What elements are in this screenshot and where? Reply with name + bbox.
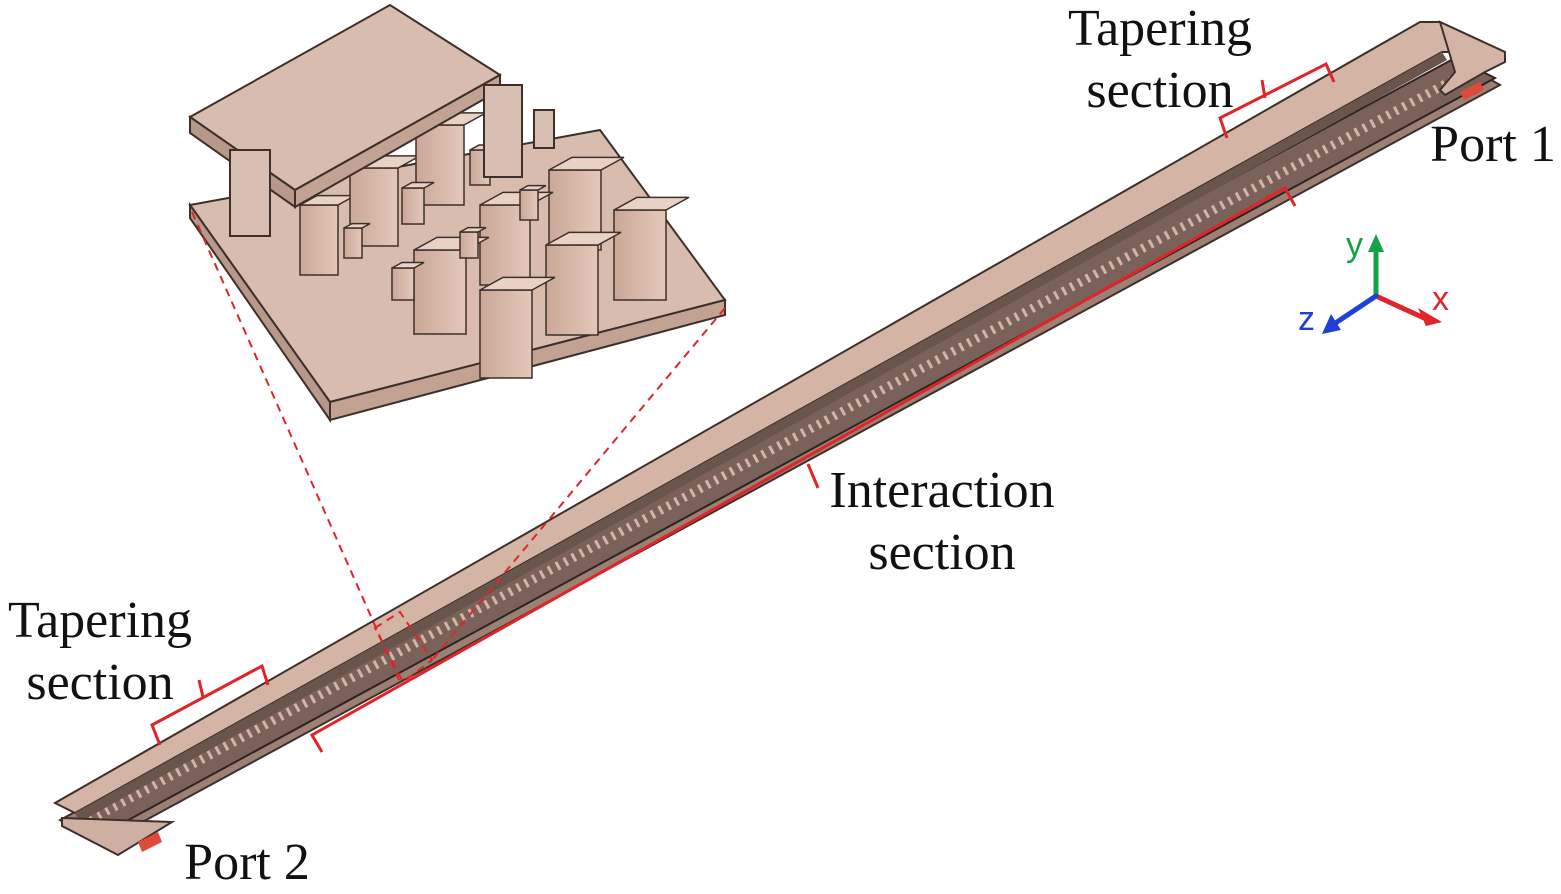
inset-base-plate-left xyxy=(189,201,331,424)
label-interaction-line1: Interaction xyxy=(829,462,1055,519)
label-tapering-top-line2: section xyxy=(1086,62,1234,119)
label-interaction-line2: section xyxy=(868,524,1016,581)
zoom-line-right xyxy=(431,307,726,661)
label-tapering-bottom-line1: Tapering xyxy=(7,592,193,649)
zoom-inset xyxy=(188,3,727,424)
bracket-interaction-tick xyxy=(806,463,820,489)
inset-pillar-top xyxy=(391,261,425,269)
inset-pillar xyxy=(401,187,425,225)
inset-pillar xyxy=(459,231,479,259)
axis-x-shaft xyxy=(1373,293,1427,321)
label-tapering-bottom-line2: section xyxy=(26,654,174,711)
port1-end-block xyxy=(1438,20,1506,97)
zoom-source-box xyxy=(373,610,434,684)
inset-pillar-top xyxy=(545,231,622,246)
axis-y-label: y xyxy=(1346,226,1363,264)
inset-pillar-top xyxy=(548,156,625,171)
inset-pillar xyxy=(613,209,667,301)
inset-pillar-top xyxy=(479,276,556,291)
bracket-tapering-bottom-tick xyxy=(197,679,205,698)
label-tapering-top-line1: Tapering xyxy=(1067,0,1253,57)
inset-pillar-top xyxy=(519,184,547,191)
waveguide-top-plate-edge xyxy=(75,52,1447,822)
axis-z-shaft xyxy=(1331,293,1379,327)
inset-pillar-support xyxy=(229,149,271,237)
zoom-line-left xyxy=(191,211,401,683)
axis-z-arrow xyxy=(1322,314,1341,334)
bracket-tapering-top-tick xyxy=(1260,79,1267,99)
port2-face xyxy=(138,832,162,852)
bracket-interaction xyxy=(309,185,1297,753)
pillar-comb xyxy=(87,64,1478,824)
bracket-tapering-bottom xyxy=(150,663,270,746)
inset-pillar-top xyxy=(459,226,487,233)
inset-pillar-top xyxy=(343,222,371,229)
inset-pillar xyxy=(545,244,599,336)
waveguide-body xyxy=(52,20,1506,857)
label-port2: Port 2 xyxy=(184,834,310,891)
zoom-lines xyxy=(191,211,726,684)
port2-end-block xyxy=(61,816,176,857)
bracket-tapering-top xyxy=(1218,61,1336,139)
inset-pillar xyxy=(519,189,539,221)
section-brackets xyxy=(150,61,1336,753)
label-tapering-bottom: Tapering section xyxy=(0,590,200,714)
axis-x-arrow xyxy=(1418,308,1442,326)
inset-pillar xyxy=(479,289,533,379)
axis-triad xyxy=(1322,234,1442,334)
label-tapering-top: Tapering section xyxy=(1040,0,1280,122)
label-port1: Port 1 xyxy=(1430,116,1556,173)
inset-pillars xyxy=(299,112,690,379)
inset-pillar-small xyxy=(533,109,555,149)
inset-pillar-top xyxy=(613,196,690,211)
inset-pillar-support xyxy=(483,84,523,178)
inset-pillar-top xyxy=(401,181,435,189)
axis-x-label: x xyxy=(1432,280,1449,318)
inset-pillar xyxy=(343,227,363,259)
inset-pillar xyxy=(299,204,339,276)
label-interaction: Interaction section xyxy=(812,460,1072,584)
port1-face xyxy=(1460,82,1484,100)
axis-y-arrow xyxy=(1368,234,1384,252)
inset-pillar xyxy=(391,267,415,301)
axis-z-label: z xyxy=(1298,300,1315,338)
